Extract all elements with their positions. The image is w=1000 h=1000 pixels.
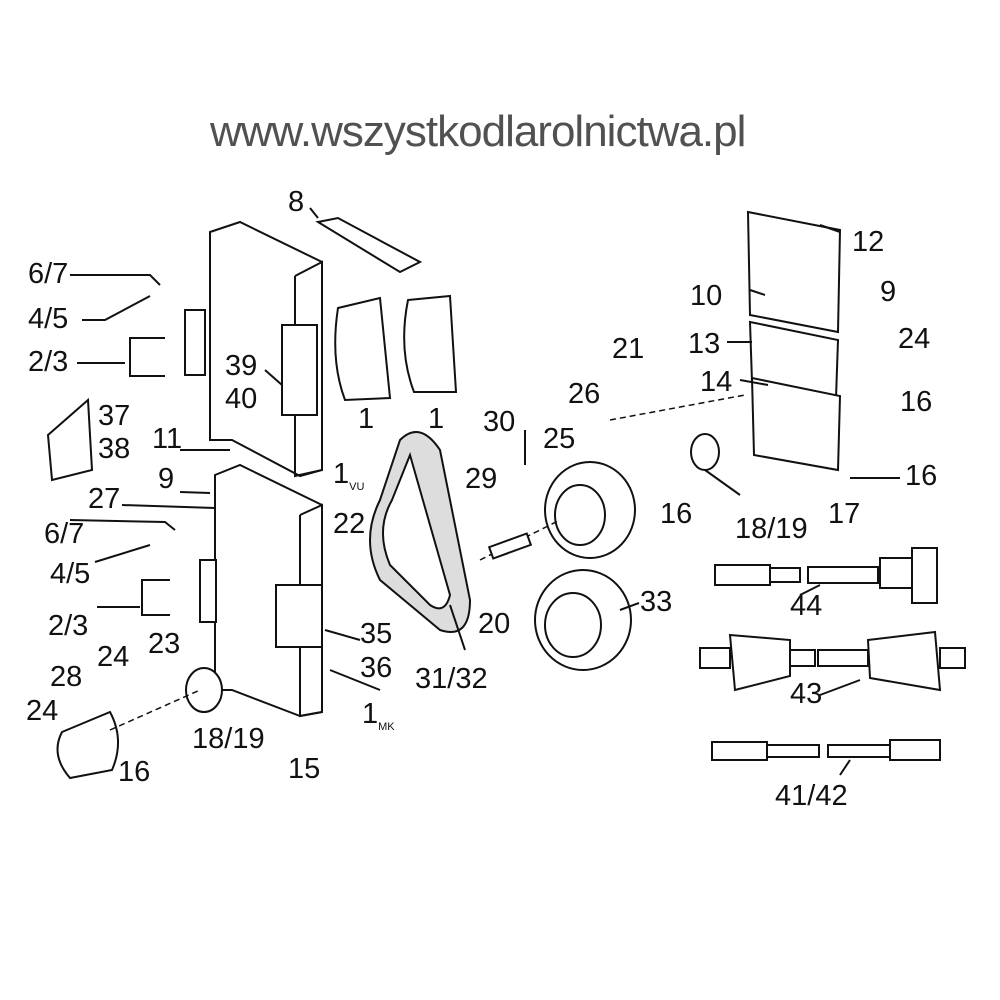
callout-37: 37: [98, 400, 131, 432]
leader-lines: [69, 207, 900, 776]
callout-2-3-upper: 2/3: [28, 346, 69, 378]
callout-35: 35: [360, 618, 393, 650]
callout-25: 25: [543, 423, 576, 455]
callout-2-3-lower: 2/3: [48, 610, 89, 642]
callout-10: 10: [690, 280, 723, 312]
shaft-29: [487, 532, 533, 560]
callout-36: 36: [360, 652, 393, 684]
callout-44: 44: [790, 590, 823, 622]
pulley-33-inner: [544, 592, 602, 658]
callout-18-19-right: 18/19: [735, 513, 808, 545]
callout-30: 30: [483, 406, 516, 438]
callout-12: 12: [852, 226, 885, 258]
lower-frame-edge: [299, 503, 323, 718]
bracket-upper: [184, 309, 206, 376]
plate-37-38: [46, 397, 94, 482]
flange-hub-left: [185, 667, 223, 713]
axis-lower-left: [109, 689, 201, 731]
callout-11: 11: [152, 423, 183, 455]
bracket-lower: [199, 559, 217, 623]
callout-31-32: 31/32: [415, 663, 488, 695]
callout-1-vu-sub: VU: [349, 480, 365, 493]
callout-15: 15: [288, 753, 321, 785]
hinge-35-36: [275, 584, 323, 648]
callout-24-right: 24: [898, 323, 931, 355]
flange-hub-right: [690, 433, 720, 471]
watermark: www.wszystkodlarolnictwa.pl: [210, 107, 746, 156]
callout-1-mk: 1MK: [362, 700, 395, 733]
callout-24-a: 24: [97, 641, 130, 673]
callout-8: 8: [288, 186, 305, 218]
callout-16-right-lower: 16: [905, 460, 938, 492]
callout-9-right: 9: [880, 276, 897, 308]
callout-1-mk-number: 1: [362, 698, 379, 730]
callout-24-b: 24: [26, 695, 59, 727]
driveshaft-41-42: [711, 739, 941, 761]
plate-10: [746, 210, 842, 334]
belt-inner: [381, 451, 452, 610]
callout-14: 14: [700, 366, 733, 398]
bearing-cup-28: [56, 710, 119, 780]
callout-16-right-upper: 16: [900, 386, 933, 418]
guard-plate-1a: [334, 296, 392, 402]
cover-plate-8: [315, 216, 423, 274]
callout-40: 40: [225, 383, 258, 415]
callout-9-left: 9: [158, 463, 175, 495]
callout-6-7-upper: 6/7: [28, 258, 69, 290]
callout-20: 20: [478, 608, 511, 640]
callout-1-guard-b: 1: [428, 403, 445, 435]
callout-1-vu: 1VU: [333, 460, 364, 493]
plate-14: [750, 376, 842, 472]
callout-16-center: 16: [660, 498, 693, 530]
callout-1-vu-number: 1: [333, 458, 350, 490]
u-bolt-upper: [129, 337, 165, 377]
callout-13: 13: [688, 328, 721, 360]
axis-right: [609, 394, 746, 421]
callout-6-7-lower: 6/7: [44, 518, 85, 550]
callout-33: 33: [640, 586, 673, 618]
callout-28: 28: [50, 661, 83, 693]
callout-23: 23: [148, 628, 181, 660]
callout-21: 21: [612, 333, 645, 365]
pulley-30-inner: [554, 484, 606, 546]
callout-4-5-upper: 4/5: [28, 303, 69, 335]
callout-39: 39: [225, 350, 258, 382]
callout-17: 17: [828, 498, 861, 530]
callout-26: 26: [568, 378, 601, 410]
callout-18-19-left: 18/19: [192, 723, 265, 755]
callout-27: 27: [88, 483, 121, 515]
callout-41-42: 41/42: [775, 780, 848, 812]
callout-43: 43: [790, 678, 823, 710]
callout-22: 22: [333, 508, 366, 540]
callout-1-mk-sub: MK: [378, 720, 395, 733]
callout-16-left: 16: [118, 756, 151, 788]
hinge-39-40: [281, 324, 318, 416]
callout-1-guard-a: 1: [358, 403, 375, 435]
callout-29: 29: [465, 463, 498, 495]
u-bolt-lower: [141, 579, 170, 616]
guard-plate-1b: [403, 294, 458, 393]
driveshaft-43: [699, 630, 966, 692]
driveshaft-44: [714, 547, 938, 604]
callout-4-5-lower: 4/5: [50, 558, 91, 590]
callout-38: 38: [98, 433, 131, 465]
